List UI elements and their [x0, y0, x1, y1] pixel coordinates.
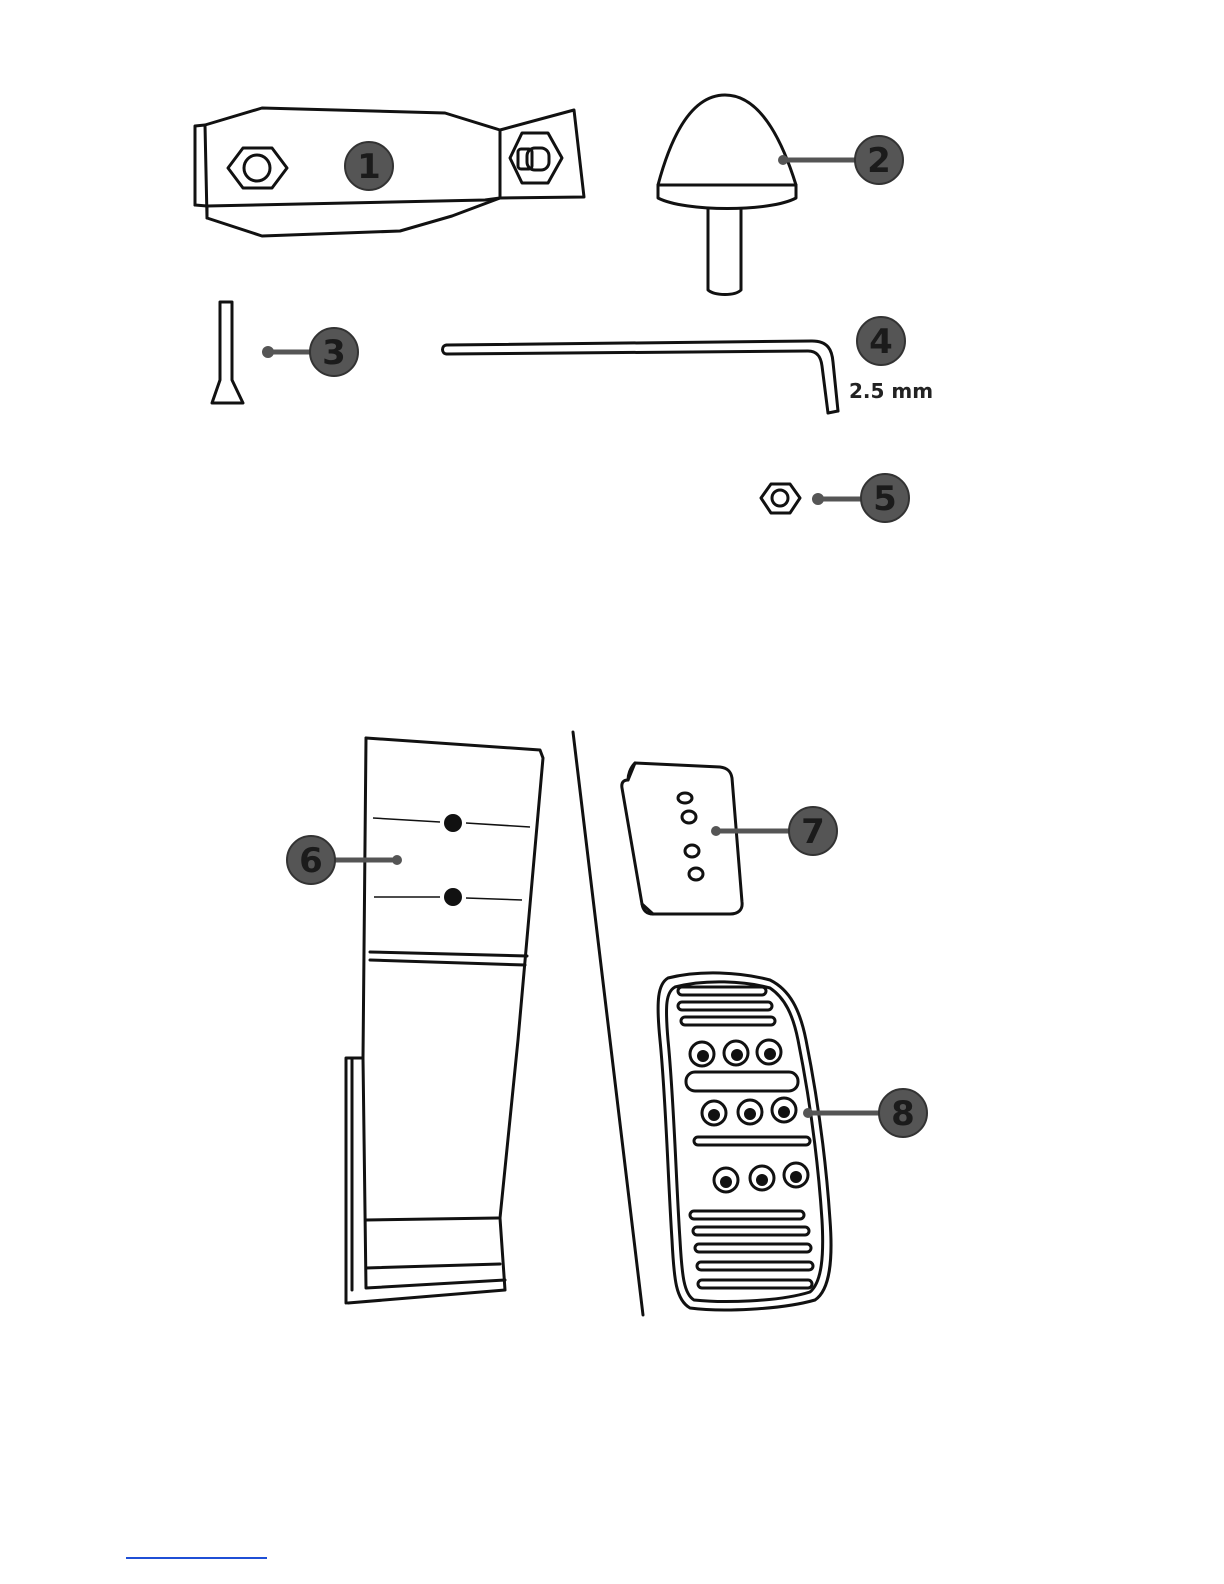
callout-5: 5: [861, 474, 909, 522]
svg-text:1: 1: [357, 147, 381, 187]
part-7-pad-block-drawing: [622, 763, 742, 914]
svg-text:4: 4: [869, 322, 893, 362]
part-2-stopper-drawing: [658, 95, 796, 295]
part-3-screw-drawing: [212, 302, 243, 403]
callout-6: 6: [287, 836, 335, 884]
svg-text:7: 7: [801, 812, 825, 852]
svg-text:5: 5: [873, 479, 897, 519]
part-4-hex-key-drawing: [443, 341, 839, 413]
callout-7: 7: [789, 807, 837, 855]
callout-2: 2: [855, 136, 903, 184]
footer-rule: [126, 1557, 267, 1559]
part-8-pedal-pad-drawing: [658, 973, 831, 1310]
part-5-nut-drawing: [761, 484, 800, 513]
hex-key-size-label: 2.5 mm: [849, 379, 933, 403]
svg-text:8: 8: [891, 1094, 915, 1134]
leader-lines: [262, 155, 882, 1118]
svg-text:3: 3: [322, 333, 346, 373]
separator-line: [573, 732, 643, 1315]
callout-4: 4: [857, 317, 905, 365]
callout-1: 1: [345, 142, 393, 190]
callout-3: 3: [310, 328, 358, 376]
part-6-pedal-arm-drawing: [346, 738, 543, 1303]
svg-text:2: 2: [867, 141, 891, 181]
svg-text:6: 6: [299, 841, 323, 881]
callout-8: 8: [879, 1089, 927, 1137]
